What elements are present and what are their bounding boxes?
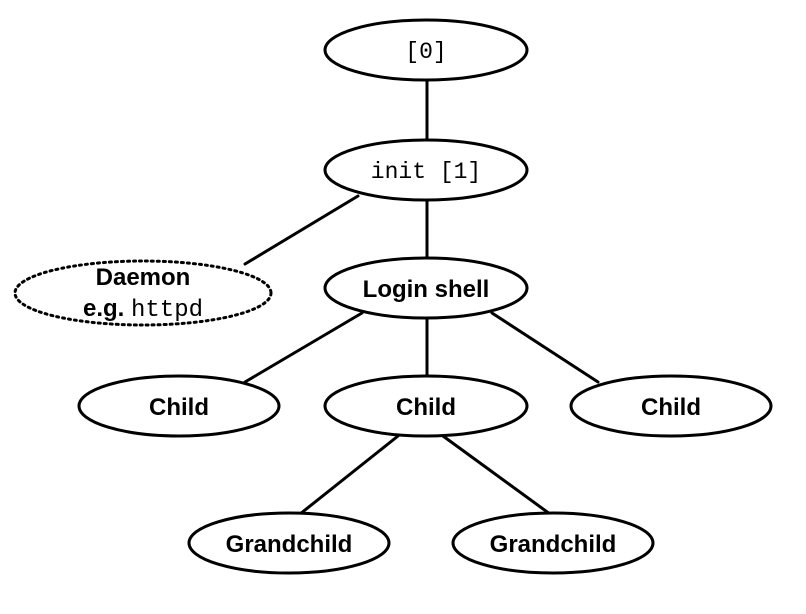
node-grandchild-right-ellipse <box>451 511 655 575</box>
node-init-label: init [1] <box>371 159 481 185</box>
node-root-label: [0] <box>405 39 446 65</box>
node-child-left-label: Child <box>149 394 209 421</box>
node-login-shell: Login shell <box>323 256 529 320</box>
edge-login-shell-child-left <box>243 311 364 384</box>
node-root-ellipse <box>323 18 529 82</box>
edge-child-middle-grandchild-right <box>441 434 552 516</box>
node-child-right-ellipse <box>569 374 773 438</box>
node-child-right: Child <box>569 374 773 438</box>
node-daemon: Daemon e.g. httpd <box>13 259 273 327</box>
edge-init-daemon <box>243 194 360 266</box>
node-grandchild-left-label: Grandchild <box>226 531 353 558</box>
node-daemon-ellipse <box>13 259 273 327</box>
edge-child-middle-grandchild-left <box>298 434 400 516</box>
edge-login-shell-child-right <box>490 311 600 384</box>
node-child-middle-label: Child <box>396 394 456 421</box>
node-init: init [1] <box>323 138 529 202</box>
node-child-left: Child <box>77 374 281 438</box>
node-init-ellipse <box>323 138 529 202</box>
node-grandchild-right: Grandchild <box>451 511 655 575</box>
node-child-right-label: Child <box>641 394 701 421</box>
node-child-left-ellipse <box>77 374 281 438</box>
node-grandchild-left: Grandchild <box>187 511 391 575</box>
node-child-middle: Child <box>323 374 529 438</box>
edges <box>243 78 600 516</box>
node-daemon-example-prefix: e.g. <box>83 295 124 322</box>
node-grandchild-right-label: Grandchild <box>490 531 617 558</box>
node-daemon-example-name: httpd <box>131 297 203 324</box>
node-login-shell-label: Login shell <box>363 276 490 303</box>
node-grandchild-left-ellipse <box>187 511 391 575</box>
node-daemon-title: Daemon <box>96 264 191 291</box>
node-child-middle-ellipse <box>323 374 529 438</box>
node-root: [0] <box>323 18 529 82</box>
node-login-shell-ellipse <box>323 256 529 320</box>
node-daemon-example: e.g. httpd <box>83 295 203 324</box>
